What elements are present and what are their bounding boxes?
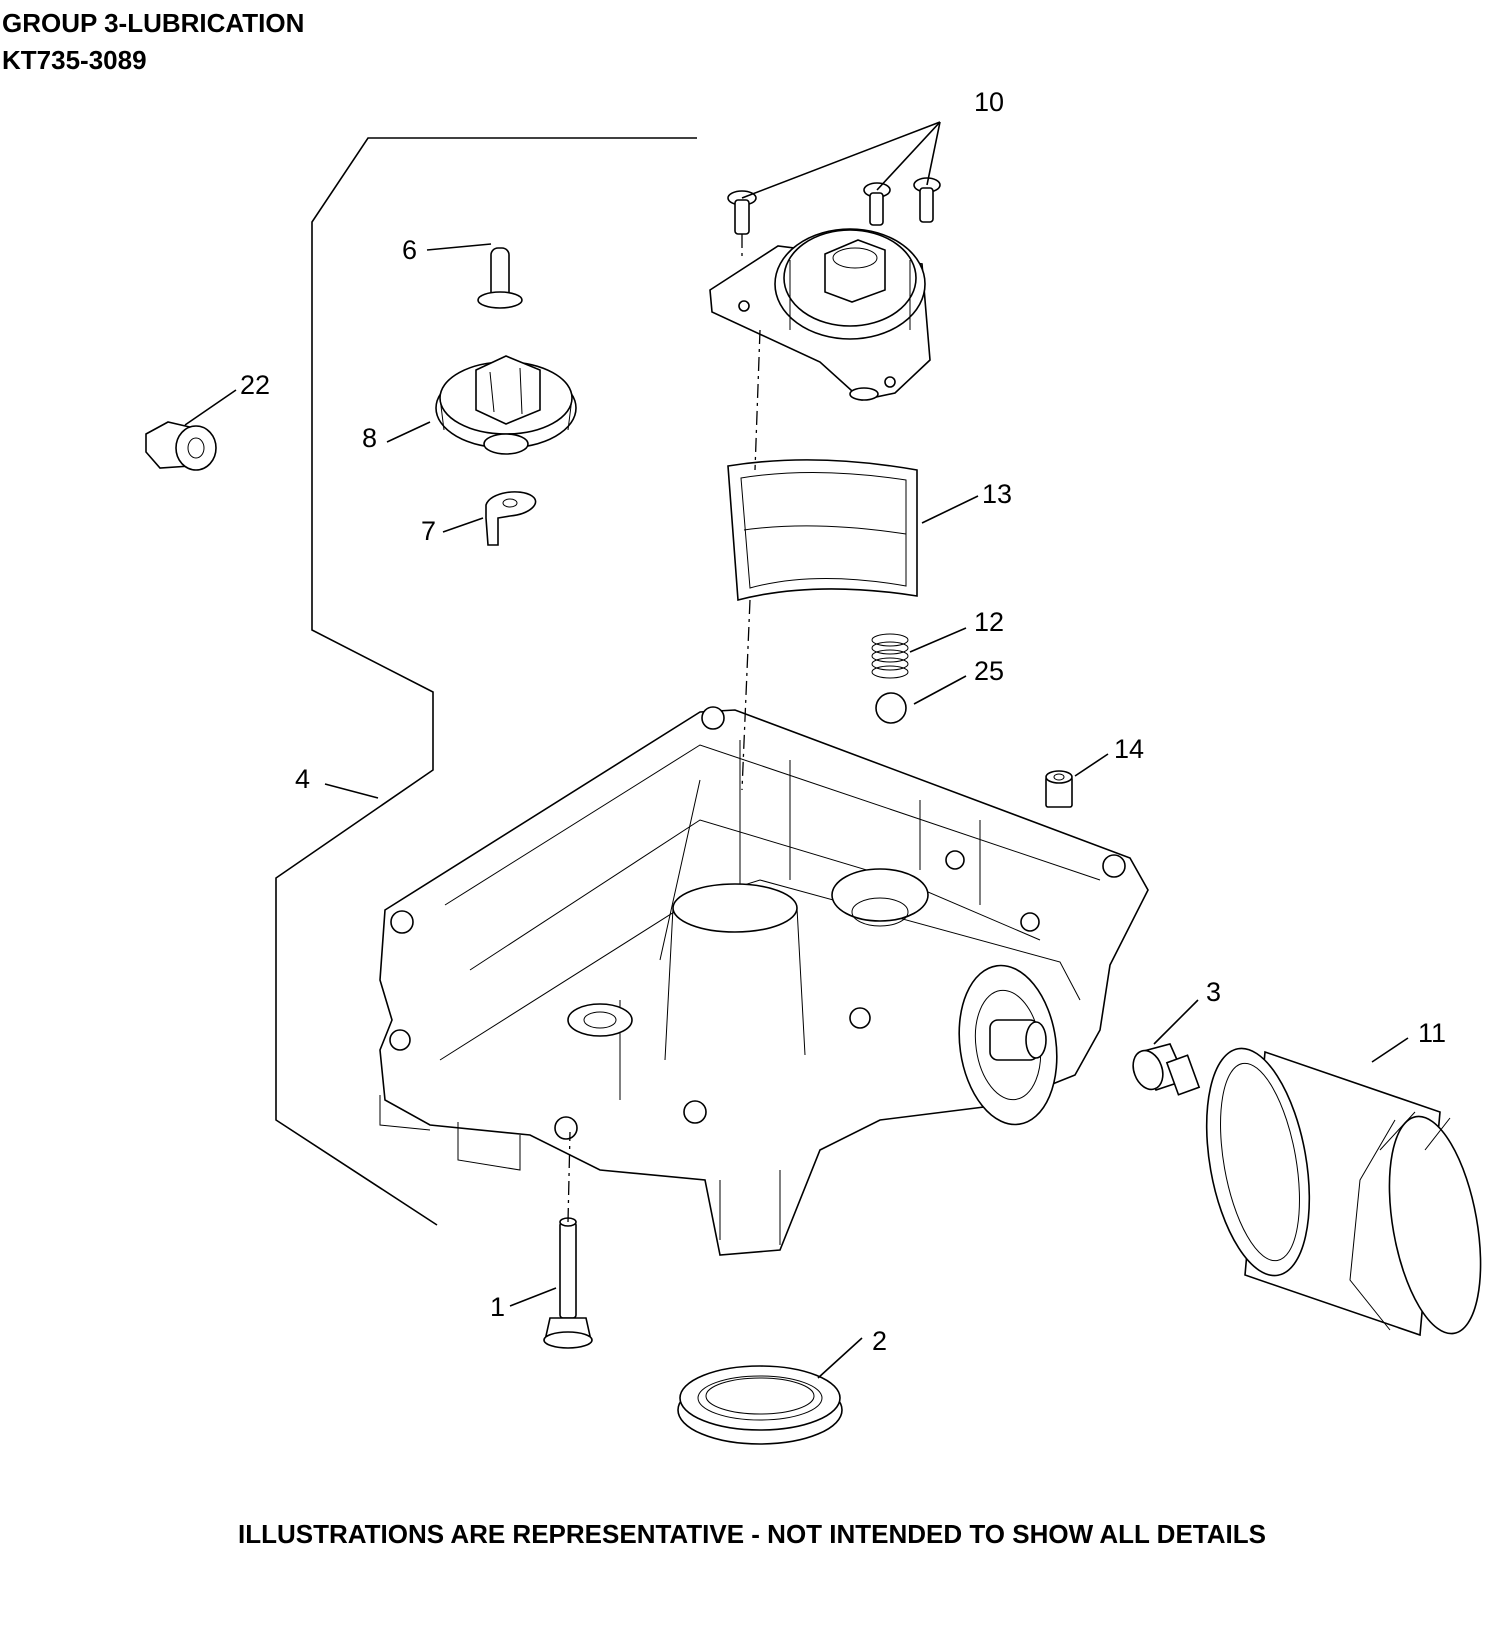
leader-lines xyxy=(184,121,1409,1379)
callout-1: 1 xyxy=(490,1292,505,1322)
part-6-pin[interactable] xyxy=(477,247,523,309)
part-1-capscrew[interactable] xyxy=(543,1131,593,1349)
part-13-screen[interactable] xyxy=(727,459,918,602)
oil-pan[interactable] xyxy=(379,706,1149,1256)
part-14-dowel[interactable] xyxy=(1045,770,1073,808)
callout-22: 22 xyxy=(240,370,270,400)
part-3-adapter[interactable] xyxy=(1128,1043,1201,1096)
callout-10: 10 xyxy=(974,87,1004,117)
callout-7: 7 xyxy=(421,516,436,546)
callout-11: 11 xyxy=(1418,1018,1446,1048)
model-number: KT735-3089 xyxy=(2,45,147,75)
engine-block-outline xyxy=(275,137,697,1226)
callout-labels: 10 6 22 8 13 7 12 25 14 4 3 11 1 2 xyxy=(240,87,1446,1356)
part-7-clip[interactable] xyxy=(485,491,537,546)
part-11-oil-filter[interactable] xyxy=(1191,1040,1496,1340)
disclaimer-footer: ILLUSTRATIONS ARE REPRESENTATIVE - NOT I… xyxy=(238,1519,1266,1549)
callout-25: 25 xyxy=(974,656,1004,686)
part-12-spring[interactable] xyxy=(871,633,909,679)
part-2-oil-seal[interactable] xyxy=(677,1365,843,1445)
callout-2: 2 xyxy=(872,1326,887,1356)
callout-6: 6 xyxy=(402,235,417,265)
page-title: GROUP 3-LUBRICATION xyxy=(2,8,305,38)
callout-13: 13 xyxy=(982,479,1012,509)
part-8-gear[interactable] xyxy=(435,355,577,455)
part-10-screws[interactable] xyxy=(727,177,941,235)
part-22-plug[interactable] xyxy=(145,421,217,471)
part-25-ball[interactable] xyxy=(875,692,907,724)
callout-3: 3 xyxy=(1206,977,1221,1007)
callout-14: 14 xyxy=(1114,734,1144,764)
callout-8: 8 xyxy=(362,423,377,453)
callout-4: 4 xyxy=(295,764,310,794)
oil-pump-assembly[interactable] xyxy=(709,228,931,401)
callout-12: 12 xyxy=(974,607,1004,637)
